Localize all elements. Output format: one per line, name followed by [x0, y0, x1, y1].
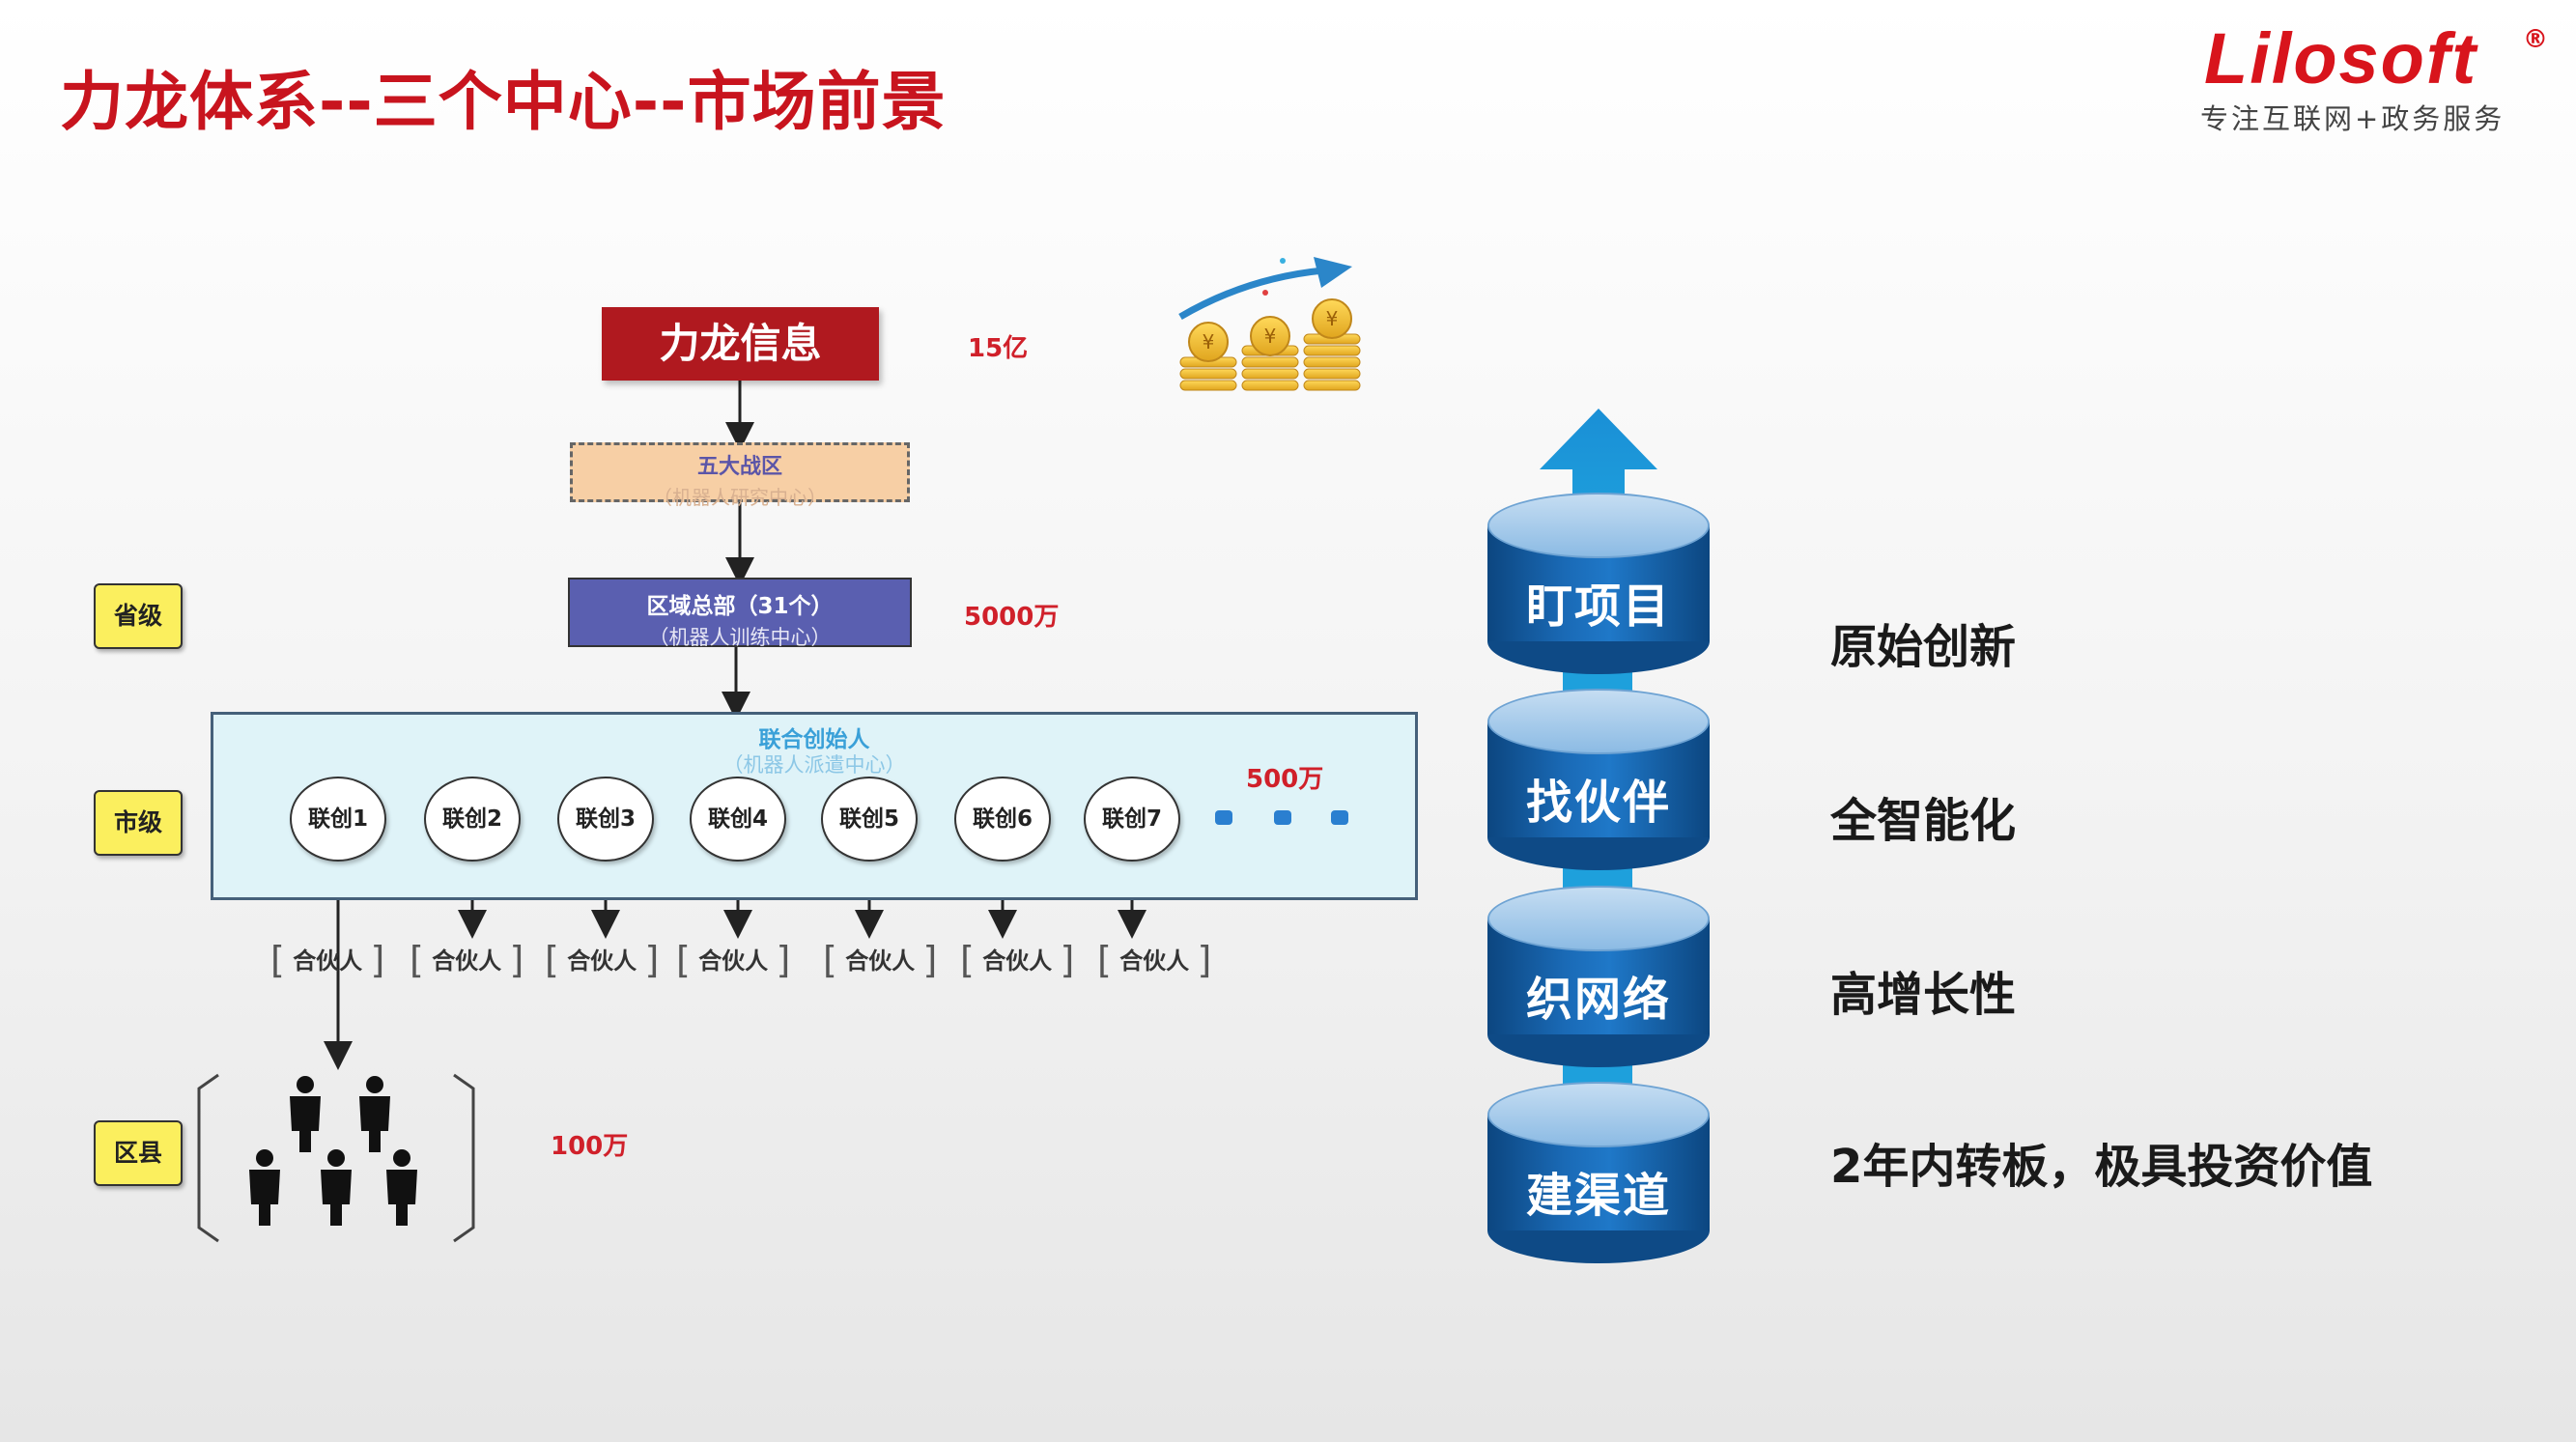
value-county: 100万: [551, 1132, 629, 1161]
box-lilong-info: 力龙信息: [602, 307, 879, 381]
feature-full-intelligence: 全智能化: [1830, 794, 2017, 848]
partner-label: [ 合伙人 ]: [270, 939, 385, 981]
svg-text:¥: ¥: [1264, 325, 1277, 348]
logo-wordmark: Lilosoft: [2204, 18, 2478, 99]
founder-node-3: 联创3: [557, 777, 654, 862]
zone-subtitle: （机器人研究中心）: [653, 486, 827, 509]
logo-registered-mark: ®: [2523, 25, 2548, 54]
region-title: 区域总部（31个）: [646, 594, 834, 619]
level-county: 区县: [94, 1120, 183, 1186]
cylinder-build-channels: 建渠道: [1487, 1082, 1710, 1263]
founder-node-4: 联创4: [690, 777, 786, 862]
page-title: 力龙体系--三个中心--市场前景: [60, 65, 947, 139]
value-top: 15亿: [968, 334, 1029, 363]
partner-label: [ 合伙人 ]: [1097, 939, 1212, 981]
cylinder-label: 建渠道: [1525, 1169, 1671, 1223]
coin-growth-icon: ¥ ¥ ¥: [1178, 257, 1361, 391]
partner-label: [ 合伙人 ]: [410, 939, 524, 981]
logo-slogan: 专注互联网+政务服务: [2200, 102, 2505, 135]
value-founders: 500万: [1246, 765, 1324, 794]
founder-node-2: 联创2: [424, 777, 521, 862]
cylinder-watch-projects: 盯项目: [1487, 493, 1710, 674]
partner-label: [ 合伙人 ]: [823, 939, 938, 981]
founder-node-1: 联创1: [290, 777, 386, 862]
level-province: 省级: [94, 583, 183, 649]
feature-investment-value: 2年内转板，极具投资价值: [1830, 1140, 2373, 1194]
svg-text:¥: ¥: [1203, 330, 1215, 353]
founder-node-6: 联创6: [954, 777, 1051, 862]
cylinder-label: 找伙伴: [1525, 776, 1671, 830]
feature-original-innovation: 原始创新: [1830, 620, 2017, 674]
people-group-icon: [197, 1073, 475, 1243]
up-arrow-icon: [1540, 409, 1657, 527]
zone-title: 五大战区: [696, 455, 782, 479]
ellipsis-dot: [1215, 810, 1232, 825]
box-co-founders: 联合创始人 （机器人派遣中心）: [211, 712, 1418, 900]
level-city: 市级: [94, 790, 183, 856]
partner-label: [ 合伙人 ]: [676, 939, 791, 981]
box-five-zones: 五大战区 （机器人研究中心）: [570, 442, 910, 509]
box-regional-hq: 区域总部（31个） （机器人训练中心）: [568, 578, 912, 649]
cylinder-find-partners: 找伙伴: [1487, 689, 1710, 870]
ellipsis-dot: [1331, 810, 1348, 825]
svg-text:¥: ¥: [1326, 307, 1339, 330]
cylinder-label: 织网络: [1525, 973, 1671, 1027]
partner-label: [ 合伙人 ]: [960, 939, 1075, 981]
cylinder-weave-network: 织网络: [1487, 886, 1710, 1067]
lilosoft-logo: Lilosoft ® 专注互联网+政务服务: [2194, 17, 2552, 138]
feature-high-growth: 高增长性: [1830, 968, 2017, 1022]
region-subtitle: （机器人训练中心）: [648, 626, 832, 649]
founders-title: 联合创始人: [758, 727, 870, 752]
value-region: 5000万: [964, 603, 1060, 632]
partner-label: [ 合伙人 ]: [545, 939, 660, 981]
founders-subtitle: （机器人派遣中心）: [722, 753, 906, 777]
founder-node-5: 联创5: [821, 777, 918, 862]
ellipsis-dot: [1274, 810, 1291, 825]
cylinder-label: 盯项目: [1525, 580, 1671, 634]
founder-node-7: 联创7: [1084, 777, 1180, 862]
